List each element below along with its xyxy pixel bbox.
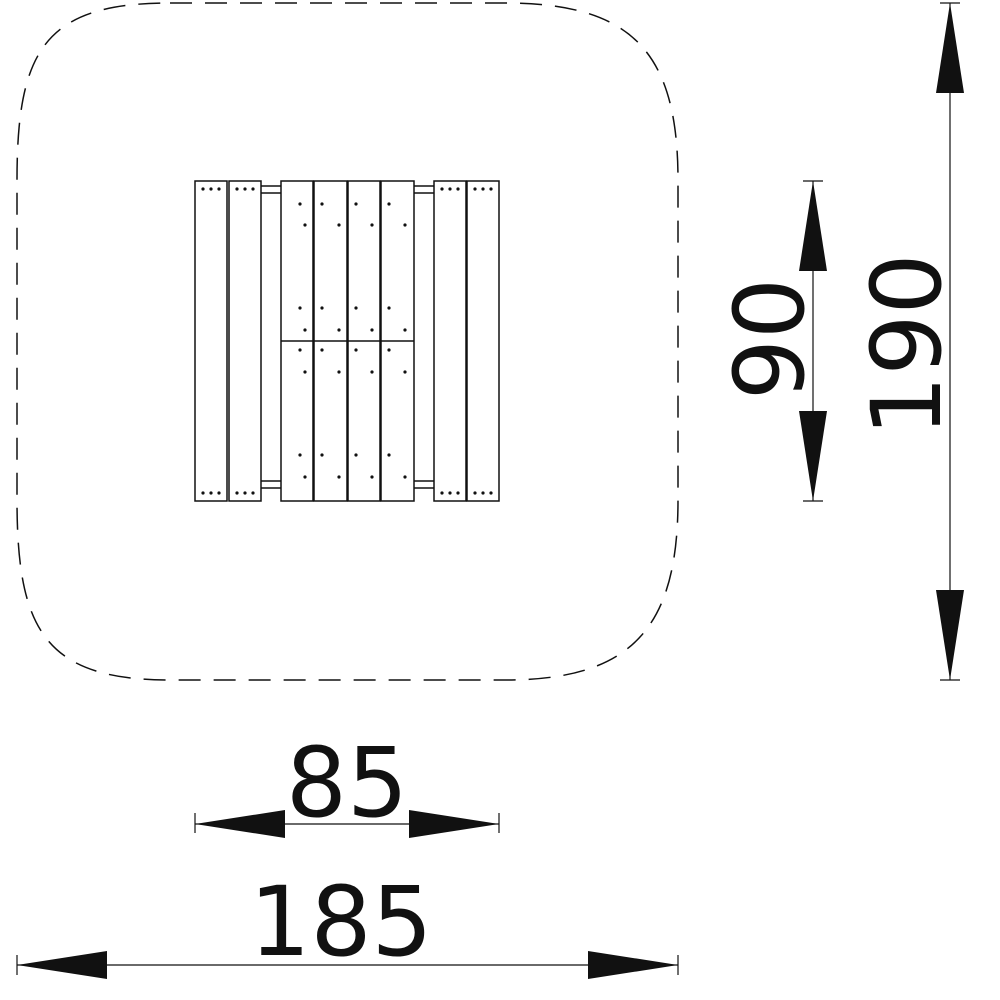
arrowhead-up — [936, 3, 964, 93]
arrowhead-up — [799, 181, 827, 271]
table-top — [194, 180, 500, 502]
plank-outer-right-1 — [433, 180, 467, 502]
safety-zone-outline — [16, 2, 679, 681]
dimension-outer-width: 185 — [16, 866, 679, 979]
inner-height-label: 90 — [714, 278, 826, 400]
plank-outer-left-2 — [228, 180, 262, 502]
arrowhead-left — [195, 810, 285, 838]
dimension-outer-height: 190 — [851, 2, 964, 681]
plank-outer-right-2 — [466, 180, 500, 502]
cross-rails — [261, 185, 434, 489]
dimension-inner-width: 85 — [194, 727, 500, 839]
arrowhead-right — [588, 951, 678, 979]
outer-width-label: 185 — [249, 866, 432, 978]
arrowhead-left — [17, 951, 107, 979]
arrowhead-down — [936, 590, 964, 680]
arrowhead-right — [409, 810, 499, 838]
screw-holes — [201, 187, 493, 495]
dimension-inner-height: 90 — [714, 180, 827, 502]
outer-height-label: 190 — [851, 253, 963, 436]
inner-width-label: 85 — [286, 727, 408, 839]
plank-outer-left-1 — [194, 180, 228, 502]
arrowhead-down — [799, 411, 827, 501]
